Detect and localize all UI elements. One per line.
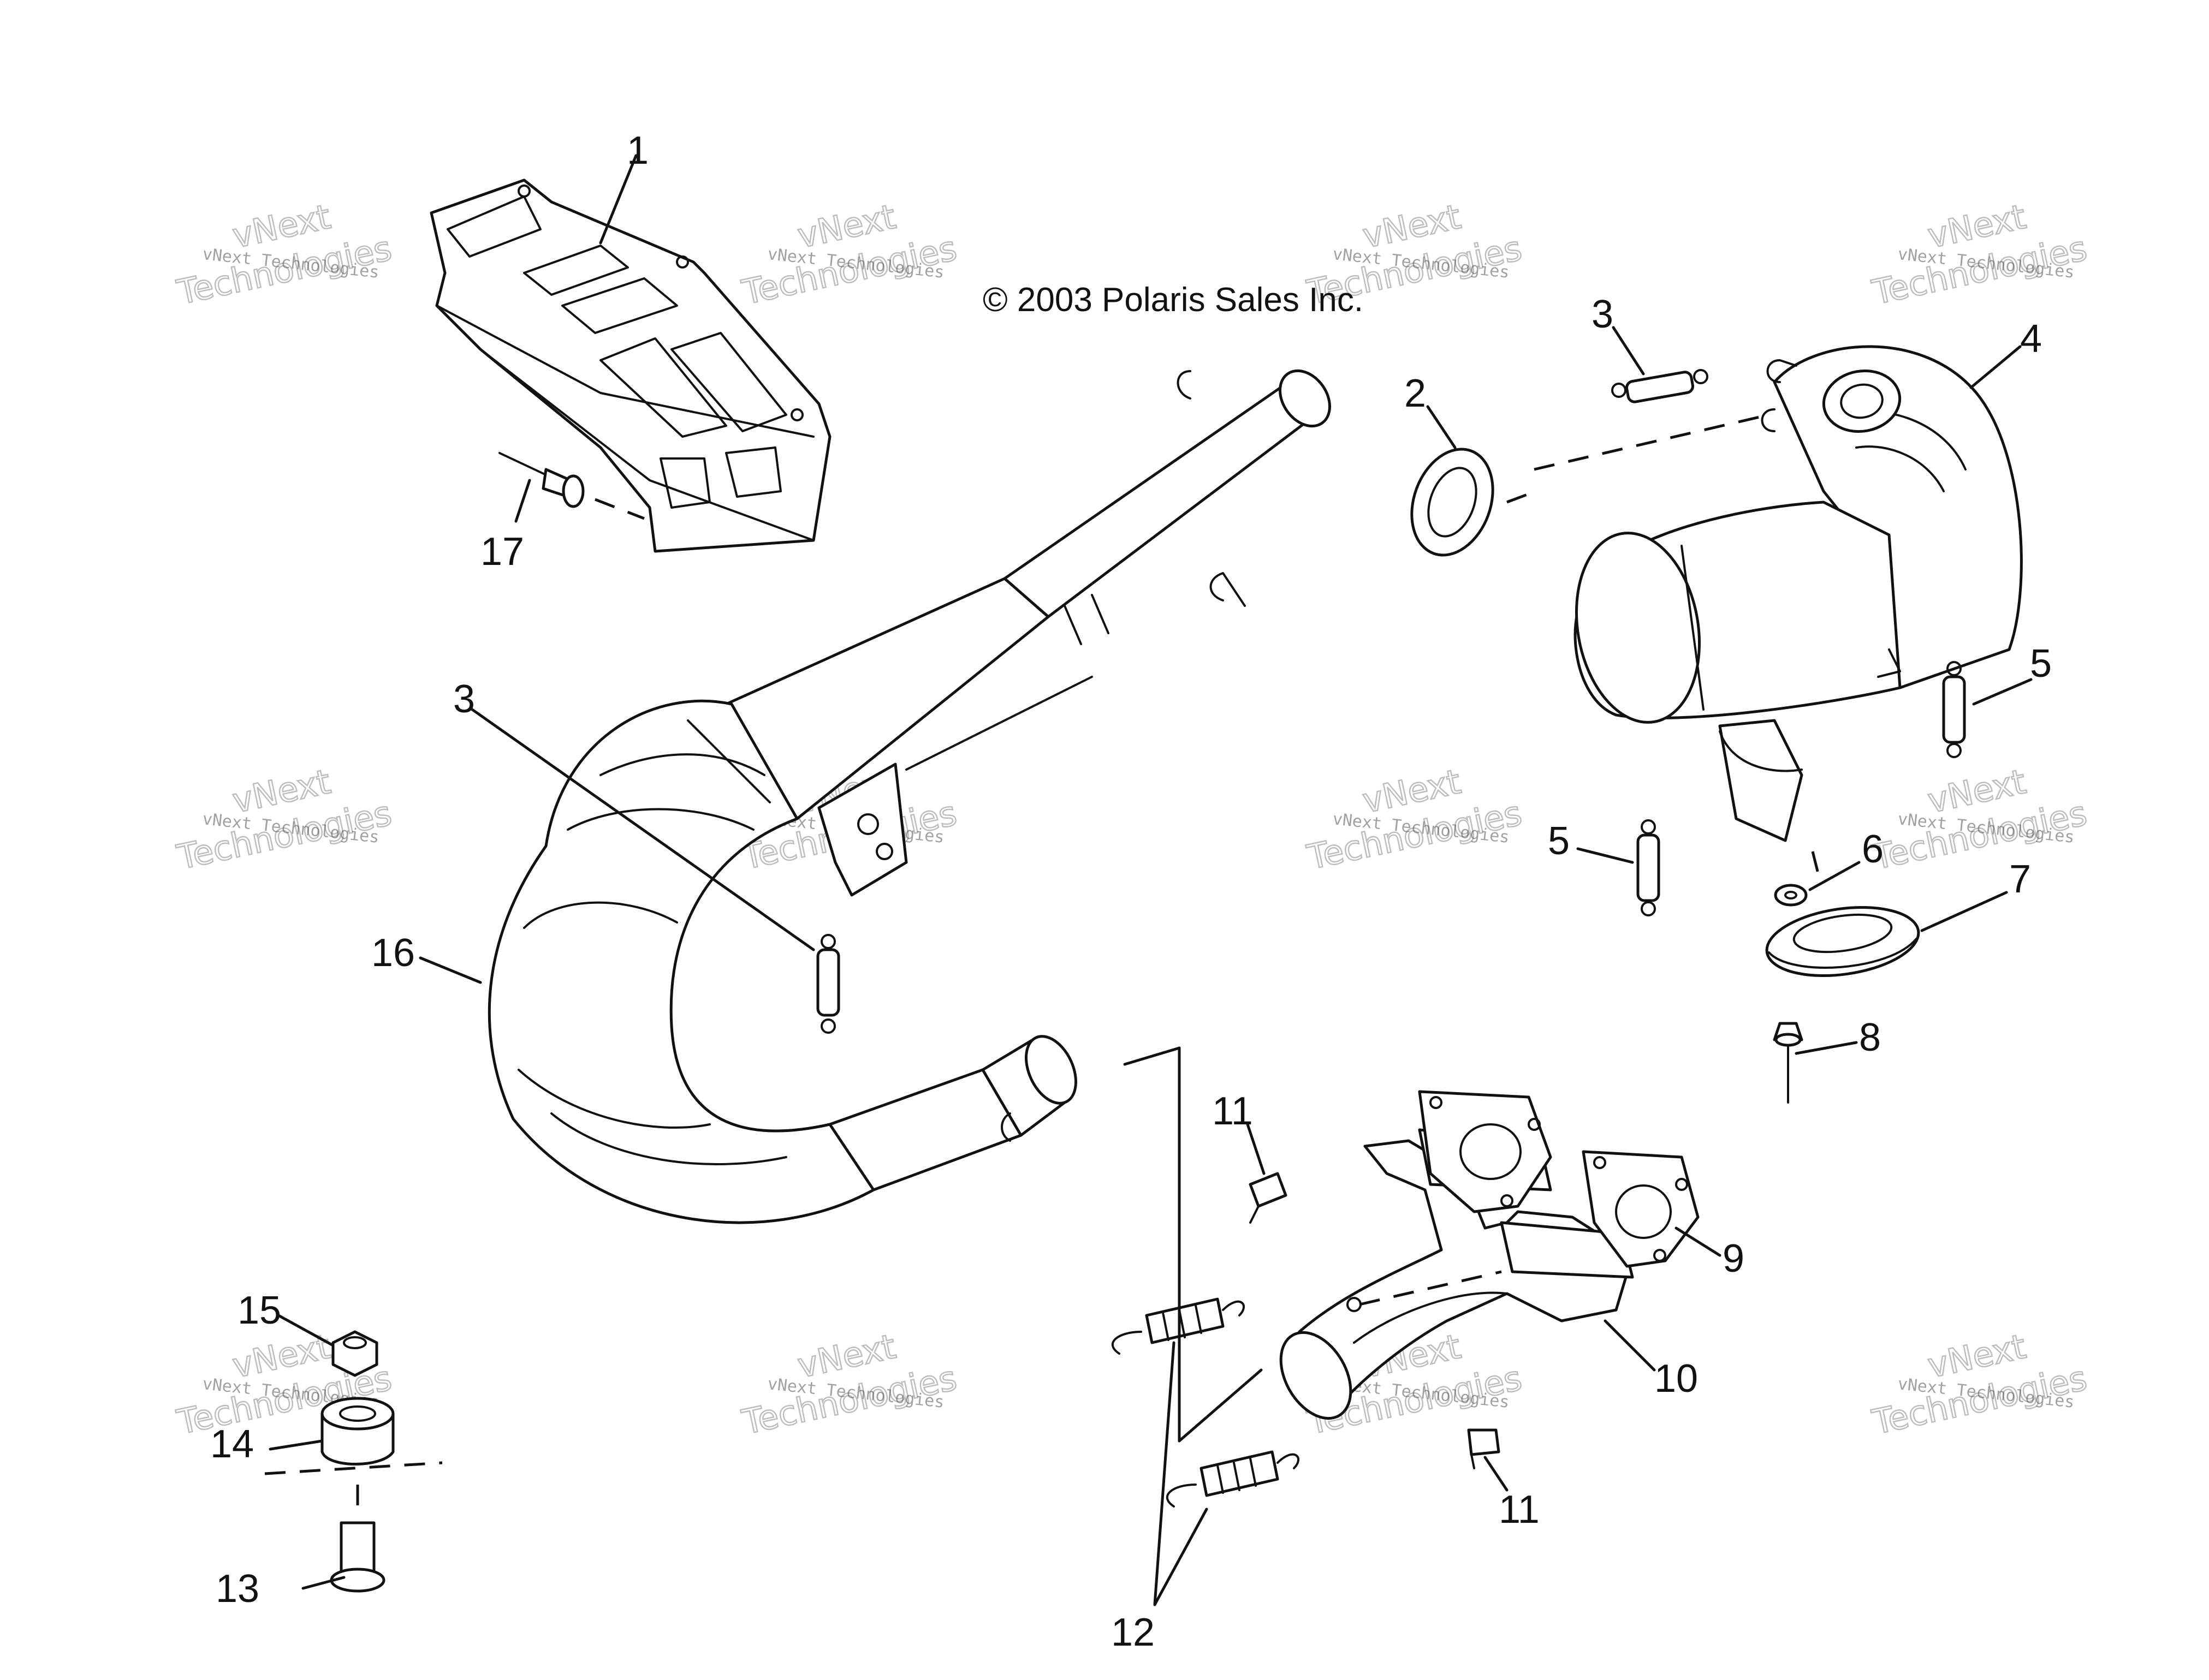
spring-12-upper [1111,1297,1245,1355]
rivet-17 [498,452,645,520]
grommet-7 [1765,905,1920,978]
callout-10: 10 [1654,1357,1698,1401]
gasket-ring-2 [1410,448,1529,557]
callout-1: 1 [627,129,649,172]
assembly-lines [1123,1046,1263,1443]
callout-5-middle: 5 [1548,819,1570,863]
bolt-13 [264,1461,443,1593]
copyright-text: © 2003 Polaris Sales Inc. [983,281,1363,319]
muffler [1534,345,2023,842]
spring-3-left [816,934,840,1034]
rivet-8 [1773,1022,1803,1104]
spring-12-lower [1166,1450,1299,1508]
expansion-chamber-pipe [488,369,1331,1224]
callout-8: 8 [1859,1016,1881,1059]
washer-6 [1774,851,1820,907]
callout-6: 6 [1862,827,1884,871]
bushing-14 [320,1397,395,1465]
manifold-gasket-lower [1582,1150,1700,1268]
spring-3-right [1611,369,1708,403]
callout-12: 12 [1111,1611,1155,1654]
manifold-gasket-upper [1418,1090,1552,1213]
callout-9: 9 [1723,1237,1744,1280]
callout-4: 4 [2020,317,2042,361]
callout-2: 2 [1404,372,1426,415]
stud-11-lower [1467,1428,1500,1469]
callout-5-right: 5 [2030,642,2052,686]
spring-5-middle [1636,819,1660,916]
callout-11-upper: 11 [1212,1089,1253,1133]
nut-15 [331,1330,378,1377]
spring-5-right [1942,661,1966,758]
leader-lines [269,154,2033,1606]
callout-13: 13 [216,1567,259,1611]
callout-14: 14 [210,1422,254,1466]
callout-7: 7 [2009,857,2031,901]
mounting-bracket [430,178,832,553]
callout-15: 15 [237,1289,281,1332]
callout-11-lower: 11 [1499,1488,1540,1532]
callout-3-top: 3 [1592,293,1613,336]
callout-labels: 1 2 3 3 4 5 5 6 7 8 9 10 11 11 12 13 14 … [210,129,2052,1654]
callout-16: 16 [371,931,415,975]
callout-3-left: 3 [453,677,475,721]
stud-11-upper [1249,1172,1287,1224]
callout-17: 17 [480,530,524,574]
